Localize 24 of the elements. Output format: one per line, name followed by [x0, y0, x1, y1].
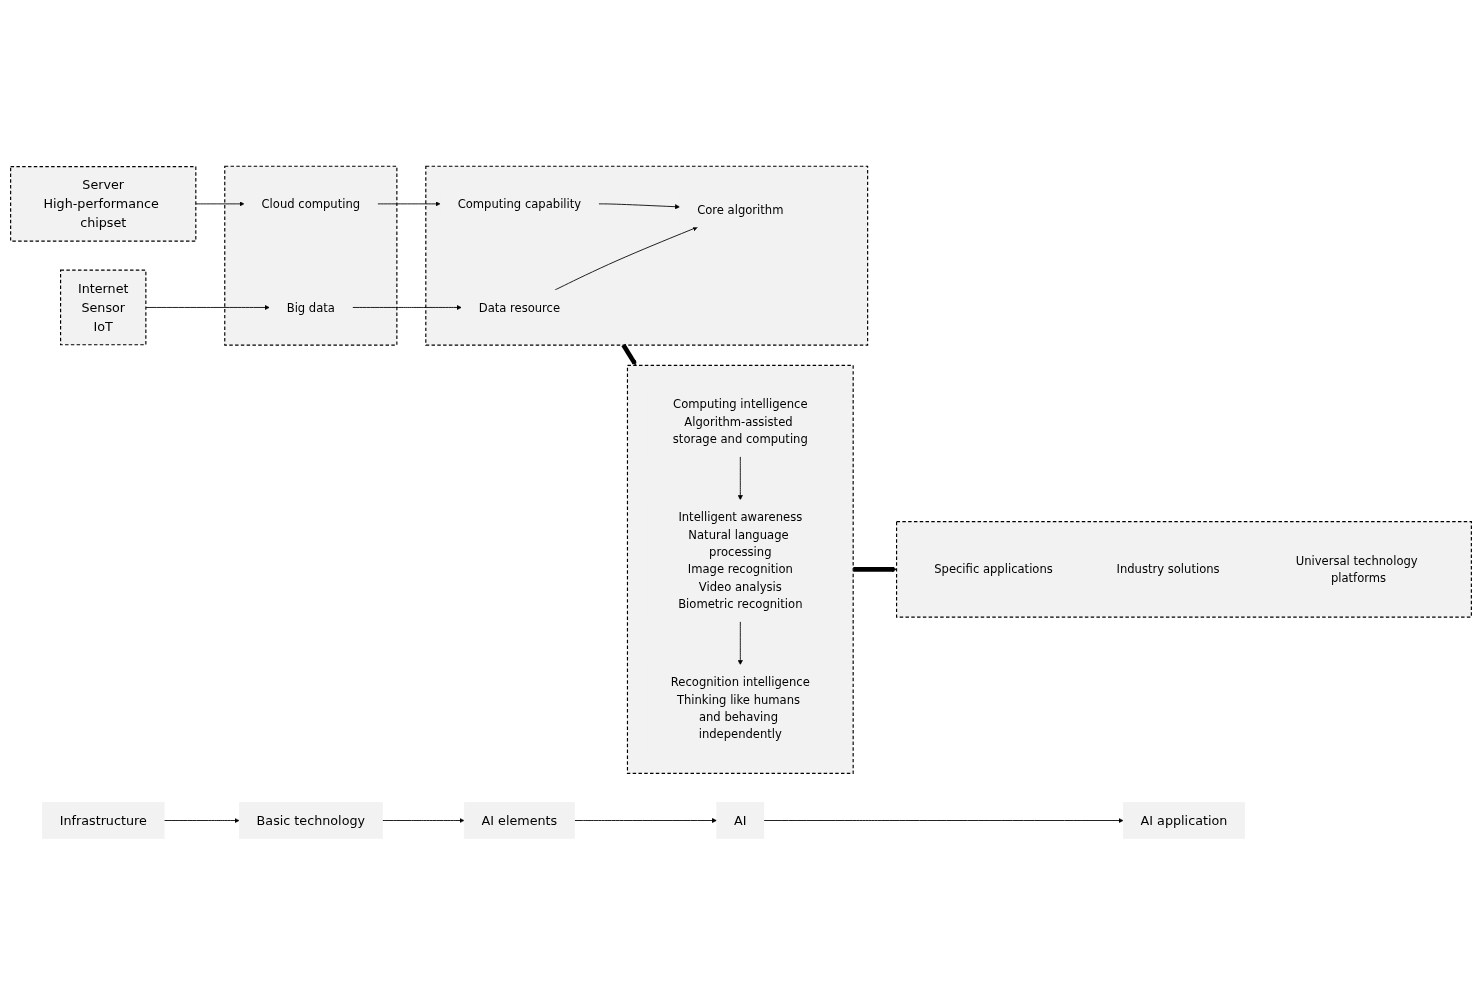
cluster [896, 521, 1472, 618]
node-box: AI application [1122, 802, 1245, 840]
node-text: Computing capability [457, 196, 582, 211]
node-text: Universal technology platforms [1295, 553, 1418, 585]
node-text: Recognition intelligence Thinking like humans and behaving independently [670, 675, 810, 742]
node-box: AI elements [463, 802, 575, 840]
node-text: Core algorithm [697, 202, 784, 217]
node-text: Cloud computing [261, 196, 361, 211]
node-box: Infrastructure [42, 802, 165, 840]
node-box: Basic technology [238, 802, 383, 840]
node-box: Server High-performance chipset [10, 165, 197, 242]
node-text: Intelligent awareness Natural language processing Image recognition Video analysis Biometric recognition [678, 510, 803, 612]
node-text: Computing intelligence Algorithm-assisted storage and computing [672, 397, 808, 447]
arrow [621, 343, 637, 366]
node-text: Specific applications [934, 562, 1053, 577]
node-text: Big data [286, 300, 335, 315]
node-text: Data resource [478, 300, 561, 315]
node-text: Industry solutions [1116, 562, 1220, 577]
node-box: AI [716, 802, 765, 840]
cluster [224, 165, 398, 346]
node-box: Internet Sensor IoT [60, 269, 147, 346]
cluster [626, 364, 854, 774]
arrow [853, 566, 897, 572]
cluster [425, 165, 869, 346]
